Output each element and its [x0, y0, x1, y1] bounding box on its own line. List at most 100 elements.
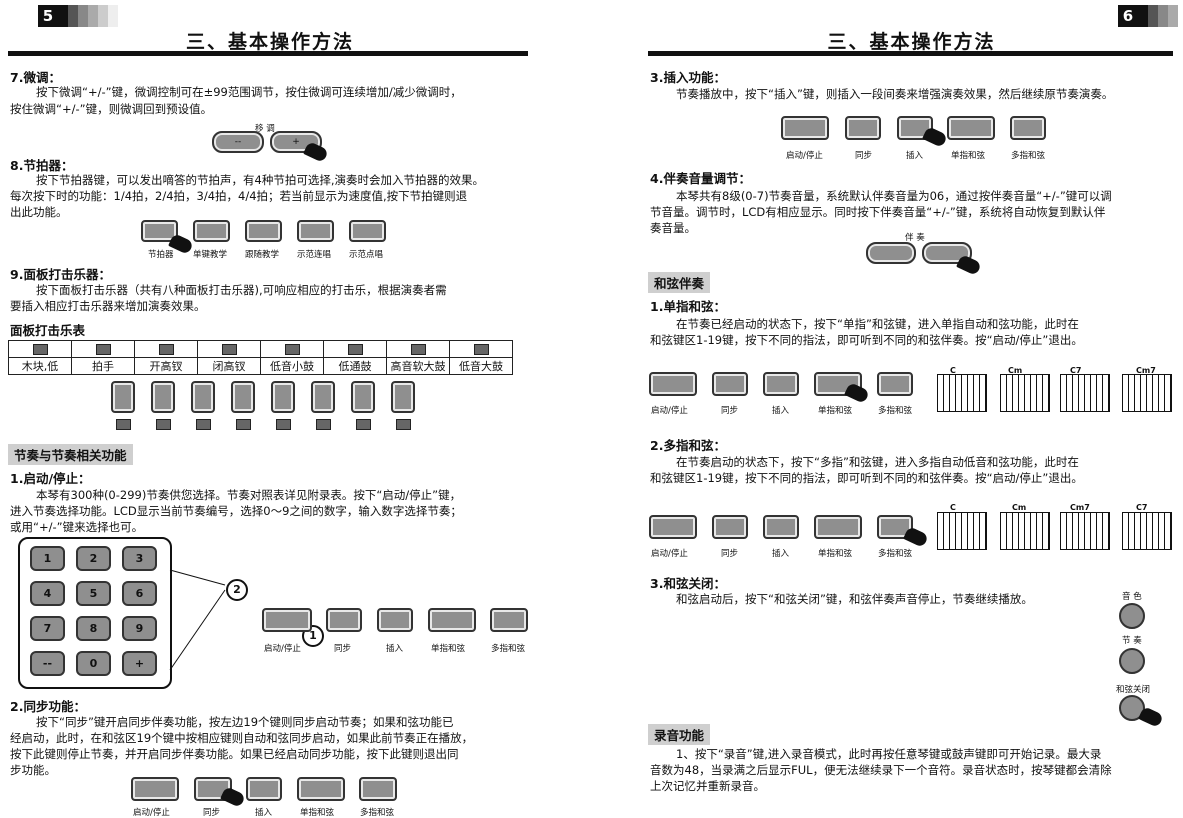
sync-button[interactable]: [712, 372, 748, 396]
sync-button[interactable]: [326, 608, 362, 632]
record-line: 音数为48，当录满之后显示FUL，便无法继续录下一个音符。录音状态时，按琴键都会…: [650, 763, 1112, 777]
multi-finger-chord-button[interactable]: [490, 608, 528, 632]
drum-pad-button[interactable]: [391, 381, 415, 413]
percussion-table-title: 面板打击乐表: [10, 323, 86, 338]
keypad-key[interactable]: 3: [122, 546, 157, 571]
chord-label: C7: [1070, 366, 1082, 375]
keypad-key[interactable]: 7: [30, 616, 65, 641]
button-label: 插入: [772, 406, 790, 416]
accomp-minus-button[interactable]: [866, 242, 916, 264]
keypad-key[interactable]: 8: [76, 616, 111, 641]
multi-finger-chord-button[interactable]: [1010, 116, 1046, 140]
start-stop-button[interactable]: [262, 608, 312, 632]
keypad-key[interactable]: 1: [30, 546, 65, 571]
drum-pad-button[interactable]: [151, 381, 175, 413]
follow-teach-button[interactable]: [245, 220, 282, 242]
insert-button[interactable]: [246, 777, 282, 801]
sync-button[interactable]: [845, 116, 881, 140]
sync-line: 按下此键则停止节奏，并开启同步伴奏功能。如果已经启动同步功能，按下此键则退出同: [10, 747, 459, 761]
metronome-line: 出此功能。: [10, 205, 68, 219]
table-cell: [197, 340, 261, 358]
button-label: 多指和弦: [360, 808, 395, 818]
start-stop-button[interactable]: [649, 372, 697, 396]
high-bass-drum-icon: [410, 344, 426, 355]
keypad-key[interactable]: 4: [30, 581, 65, 606]
single-chord-heading: 1.单指和弦：: [650, 299, 726, 314]
single-finger-chord-button[interactable]: [428, 608, 476, 632]
button-label: 启动/停止: [651, 549, 688, 559]
chord-off-label: 和弦关闭: [1116, 685, 1151, 695]
fine-tune-line: 按下微调“+/-”键，微调控制可在±99范围调节，按住微调可连续增加/减少微调时…: [36, 85, 462, 99]
button-label: 单指和弦: [951, 151, 986, 161]
start-stop-button[interactable]: [781, 116, 829, 140]
insert-button[interactable]: [763, 515, 799, 539]
drum-pad-button[interactable]: [111, 381, 135, 413]
button-label: 启动/停止: [264, 644, 301, 654]
multi-finger-chord-button[interactable]: [359, 777, 397, 801]
drum-pad-button[interactable]: [191, 381, 215, 413]
pressing-hand-icon: [922, 126, 948, 148]
table-cell: [8, 340, 72, 358]
button-label: 启动/停止: [651, 406, 688, 416]
chord-off-line: 和弦启动后，按下“和弦关闭”键，和弦伴奏声音停止，节奏继续播放。: [676, 592, 1033, 606]
table-cell: 拍手: [71, 357, 135, 375]
multi-chord-line: 在节奏启动的状态下，按下“多指”和弦键，进入多指自动低音和弦功能，此时在: [676, 455, 1079, 469]
multi-finger-chord-button[interactable]: [877, 372, 913, 396]
table-cell: [134, 340, 198, 358]
button-label: 插入: [772, 549, 790, 559]
insert-button[interactable]: [377, 608, 413, 632]
keypad-key[interactable]: 9: [122, 616, 157, 641]
page-title: 三、基本操作方法: [185, 31, 354, 53]
chord-keyboard-diagram: [1060, 374, 1110, 412]
single-finger-chord-button[interactable]: [814, 515, 862, 539]
pressing-hand-icon: [844, 382, 870, 404]
button-label: 插入: [386, 644, 404, 654]
sync-line: 步功能。: [10, 763, 56, 777]
tone-button[interactable]: [1119, 603, 1145, 629]
metronome-button[interactable]: [141, 220, 178, 242]
keypad-key[interactable]: 5: [76, 581, 111, 606]
button-label: 多指和弦: [878, 549, 913, 559]
drum-pad-button[interactable]: [311, 381, 335, 413]
keypad-key[interactable]: 2: [76, 546, 111, 571]
sync-line: 经启动，此时，在和弦区19个键中按相应键则自动和弦同步启动，如果此前节奏正在播放…: [10, 731, 474, 745]
fine-tune-minus-button[interactable]: --: [212, 131, 264, 153]
start-stop-button[interactable]: [649, 515, 697, 539]
page-number: 5: [38, 5, 58, 27]
insert-button[interactable]: [763, 372, 799, 396]
rhythm-label: 节 奏: [1122, 636, 1142, 646]
demo-select-button[interactable]: [349, 220, 386, 242]
high-bass-drum-icon: [356, 419, 371, 430]
sync-line: 按下“同步”键开启同步伴奏功能，按左边19个键则同步启动节奏；如果和弦功能已: [36, 715, 454, 729]
single-finger-chord-button[interactable]: [947, 116, 995, 140]
percussion-heading: 9.面板打击乐器：: [10, 267, 111, 282]
single-finger-chord-button[interactable]: [297, 777, 345, 801]
start-stop-button[interactable]: [131, 777, 179, 801]
single-key-teach-button[interactable]: [193, 220, 230, 242]
keypad-key[interactable]: --: [30, 651, 65, 676]
button-label: 同步: [203, 808, 221, 818]
percussion-line: 按下面板打击乐器（共有八种面板打击乐器),可响应相应的打击乐，根据演奏者需: [36, 283, 447, 297]
drum-pad-button[interactable]: [351, 381, 375, 413]
woodblock-icon: [116, 419, 131, 430]
keypad-key[interactable]: 6: [122, 581, 157, 606]
drum-pad-button[interactable]: [231, 381, 255, 413]
button-label: 插入: [906, 151, 924, 161]
demo-sing-button[interactable]: [297, 220, 334, 242]
table-cell: 高音软大鼓: [386, 357, 450, 375]
chord-label: Cm7: [1136, 366, 1156, 375]
page-number: 6: [1118, 5, 1138, 27]
button-label: 单指和弦: [431, 644, 466, 654]
keypad-key[interactable]: +: [122, 651, 157, 676]
button-label: 单指和弦: [818, 406, 853, 416]
button-label: 跟随教学: [245, 250, 280, 260]
rhythm-button[interactable]: [1119, 648, 1145, 674]
sync-button[interactable]: [712, 515, 748, 539]
low-snare-icon: [276, 419, 291, 430]
low-bass-drum-icon: [396, 419, 411, 430]
drum-pad-button[interactable]: [271, 381, 295, 413]
multi-chord-line: 和弦键区1-19键，按下不同的指法，即可听到不同的和弦伴奏。按“启动/停止”退出…: [650, 471, 1083, 485]
callout-number-2: 2: [226, 579, 248, 601]
keypad-key[interactable]: 0: [76, 651, 111, 676]
header-rule: [648, 51, 1173, 56]
